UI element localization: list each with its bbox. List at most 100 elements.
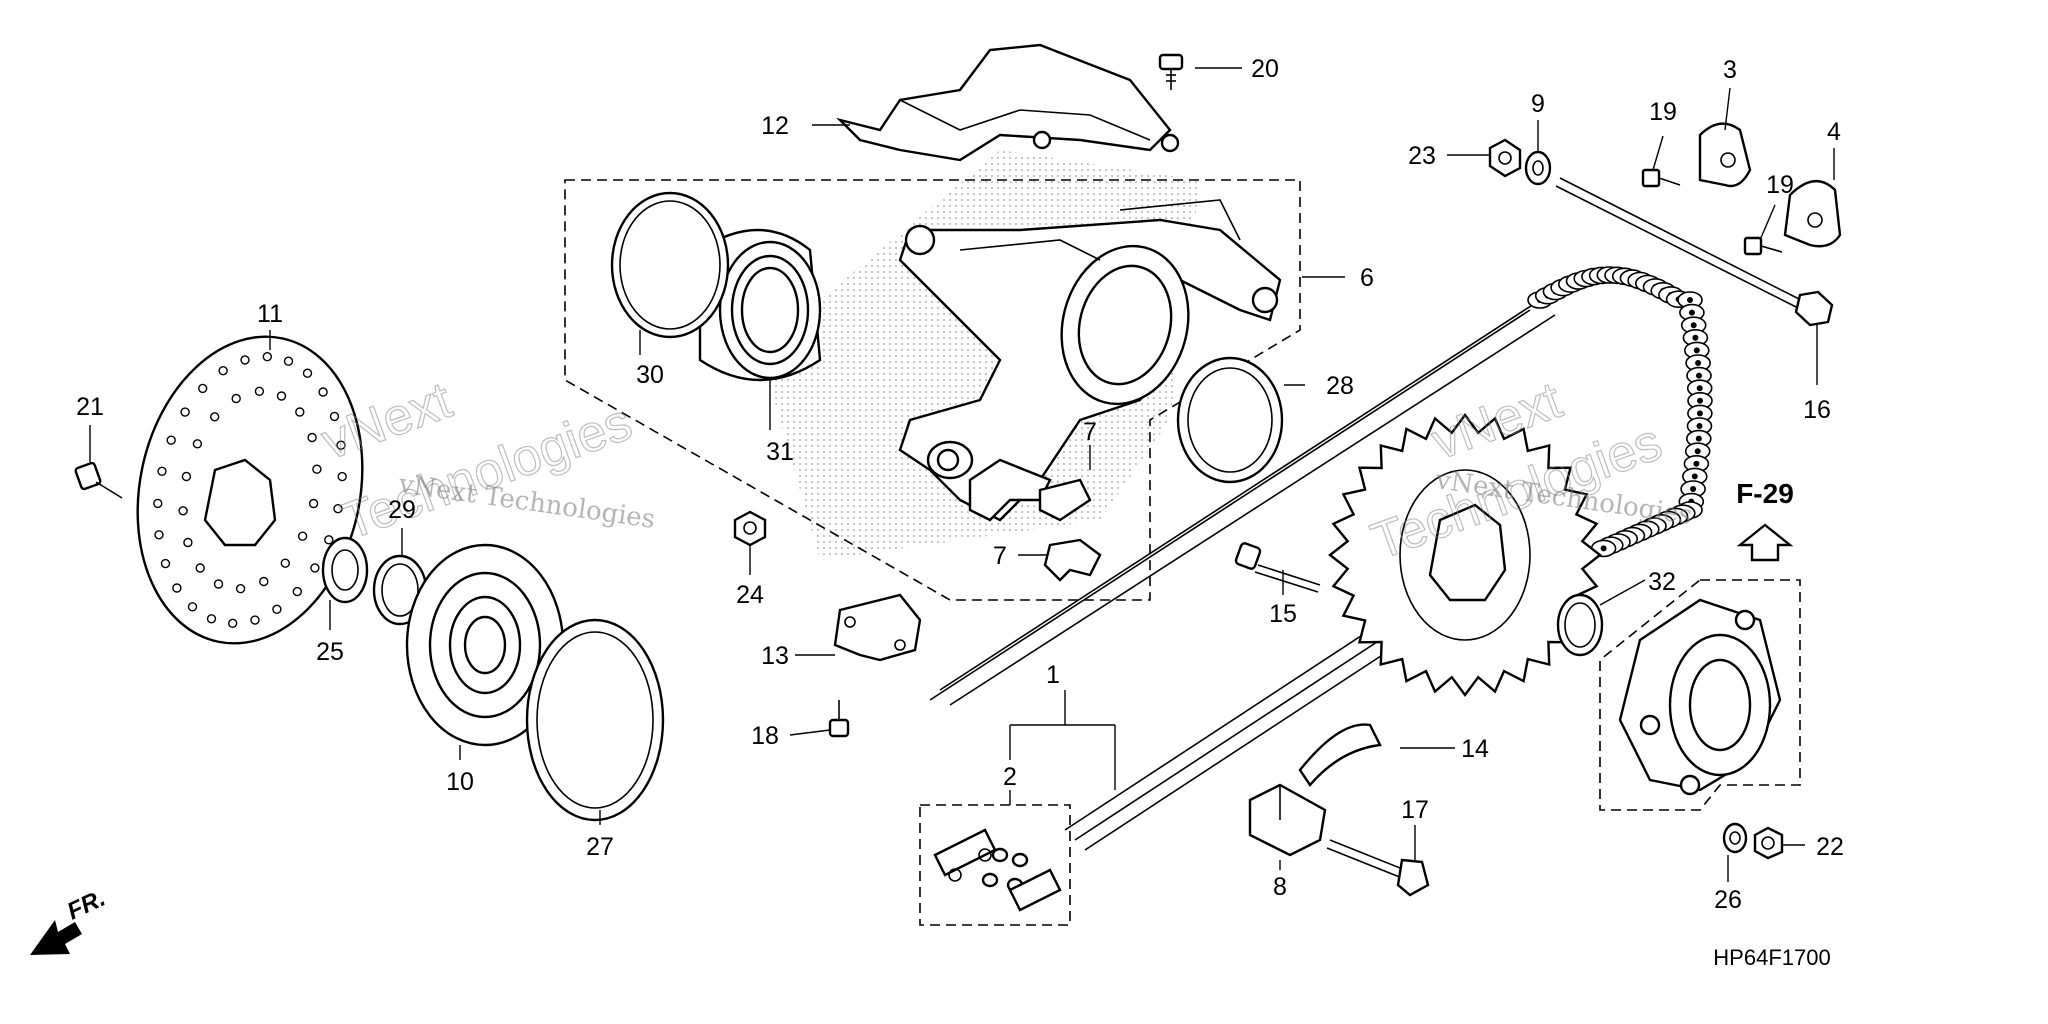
nut-24 [733,510,767,547]
chain-pin [1695,435,1702,442]
disc-hole [231,393,241,404]
brake-disc [136,335,364,645]
disc-hole [272,604,282,614]
disc-hole [209,412,220,422]
disc-hole [197,383,208,394]
chain-slider-14 [1298,723,1382,787]
bolt-18 [828,700,850,738]
disc-hole [318,387,328,397]
disc-hole [312,464,322,474]
sprocket-hub [1618,598,1782,796]
disc-hole [297,531,308,541]
chain-pin [1691,473,1698,480]
callout-7a: 7 [1083,418,1097,446]
swingarm [898,199,1282,522]
disc-hole [153,498,163,509]
disc-hole [178,506,188,516]
callout-9: 9 [1531,90,1545,118]
disc-hole [157,466,167,476]
seal-25 [321,536,369,604]
disc-hole [195,563,205,573]
clip-7-upper [968,458,1092,522]
disc-hole [213,579,224,589]
chain-pin [1600,545,1607,552]
callout-19a: 19 [1649,98,1677,126]
callout-7b: 7 [993,542,1007,570]
callout-23: 23 [1408,142,1436,170]
chain-pin [1695,360,1702,366]
disc-hole [180,407,190,417]
nut-22 [1753,826,1784,860]
disc-hole [333,504,343,514]
disc-hole [235,584,246,594]
disc-hole [181,471,192,482]
bolt-19-a [1641,168,1681,188]
disc-hole [308,498,319,509]
seal-28 [1176,356,1284,484]
disc-holes [153,352,347,628]
disc-hole [227,618,238,628]
clip-7-lower [1043,538,1102,582]
bolt-21 [74,461,123,499]
hub-box [1599,579,1801,811]
disc-hole [172,583,182,593]
adjuster-plate-3 [1698,122,1752,188]
master-link-kit [933,828,1062,912]
chain-pin [1693,460,1700,467]
callout-24: 24 [736,581,764,609]
callout-6: 6 [1360,264,1374,292]
disc-hole [302,368,313,378]
chain-pin [1692,334,1699,341]
chain-pin [1696,423,1703,429]
ref-arrow [1736,523,1794,562]
disc-hole [295,407,305,417]
callout-25: 25 [316,638,344,666]
disc-hole [250,615,260,625]
callout-26: 26 [1714,886,1742,914]
kit-box-2 [919,804,1071,926]
disc-hole [307,432,317,443]
hub-10 [405,543,565,747]
disc-hole [310,563,320,573]
bolt-17 [1326,839,1430,897]
drive-chain [929,299,1556,851]
front-arrow-icon [30,920,82,955]
washer-9 [1524,150,1552,186]
disc-hole [240,355,250,365]
disc-hole [218,366,228,376]
leader-lines [89,67,1835,882]
bolt-19-b [1743,236,1783,256]
seal-27 [525,618,665,822]
callout-4: 4 [1827,118,1841,146]
assembly-box-6 [564,179,1301,601]
callout-29: 29 [388,496,416,524]
disc-hole [280,558,290,568]
chain-pin [1693,347,1700,354]
disc-hole [329,411,340,422]
callout-1: 1 [1046,661,1060,689]
callout-12: 12 [761,112,789,140]
bearing-31 [698,228,822,382]
callout-13: 13 [761,642,789,670]
chain-links [1527,266,1713,558]
chain-pin [1696,372,1702,379]
adjuster-block-8 [1248,783,1327,857]
disc-hole [276,391,287,401]
callout-14: 14 [1461,735,1489,763]
callout-19b: 19 [1766,171,1794,199]
callout-22: 22 [1816,833,1844,861]
washer-26 [1722,822,1748,854]
diagram-code: HP64F1700 [1713,945,1830,970]
axle-16 [1555,177,1834,327]
disc-hole [160,558,171,569]
callout-27: 27 [586,833,614,861]
chain-pin [1690,322,1697,329]
sprocket [1328,412,1602,698]
callout-20: 20 [1251,55,1279,83]
bracket-13 [833,593,922,662]
callout-8: 8 [1273,873,1287,901]
o-ring-32 [1556,593,1604,657]
callout-16: 16 [1803,396,1831,424]
